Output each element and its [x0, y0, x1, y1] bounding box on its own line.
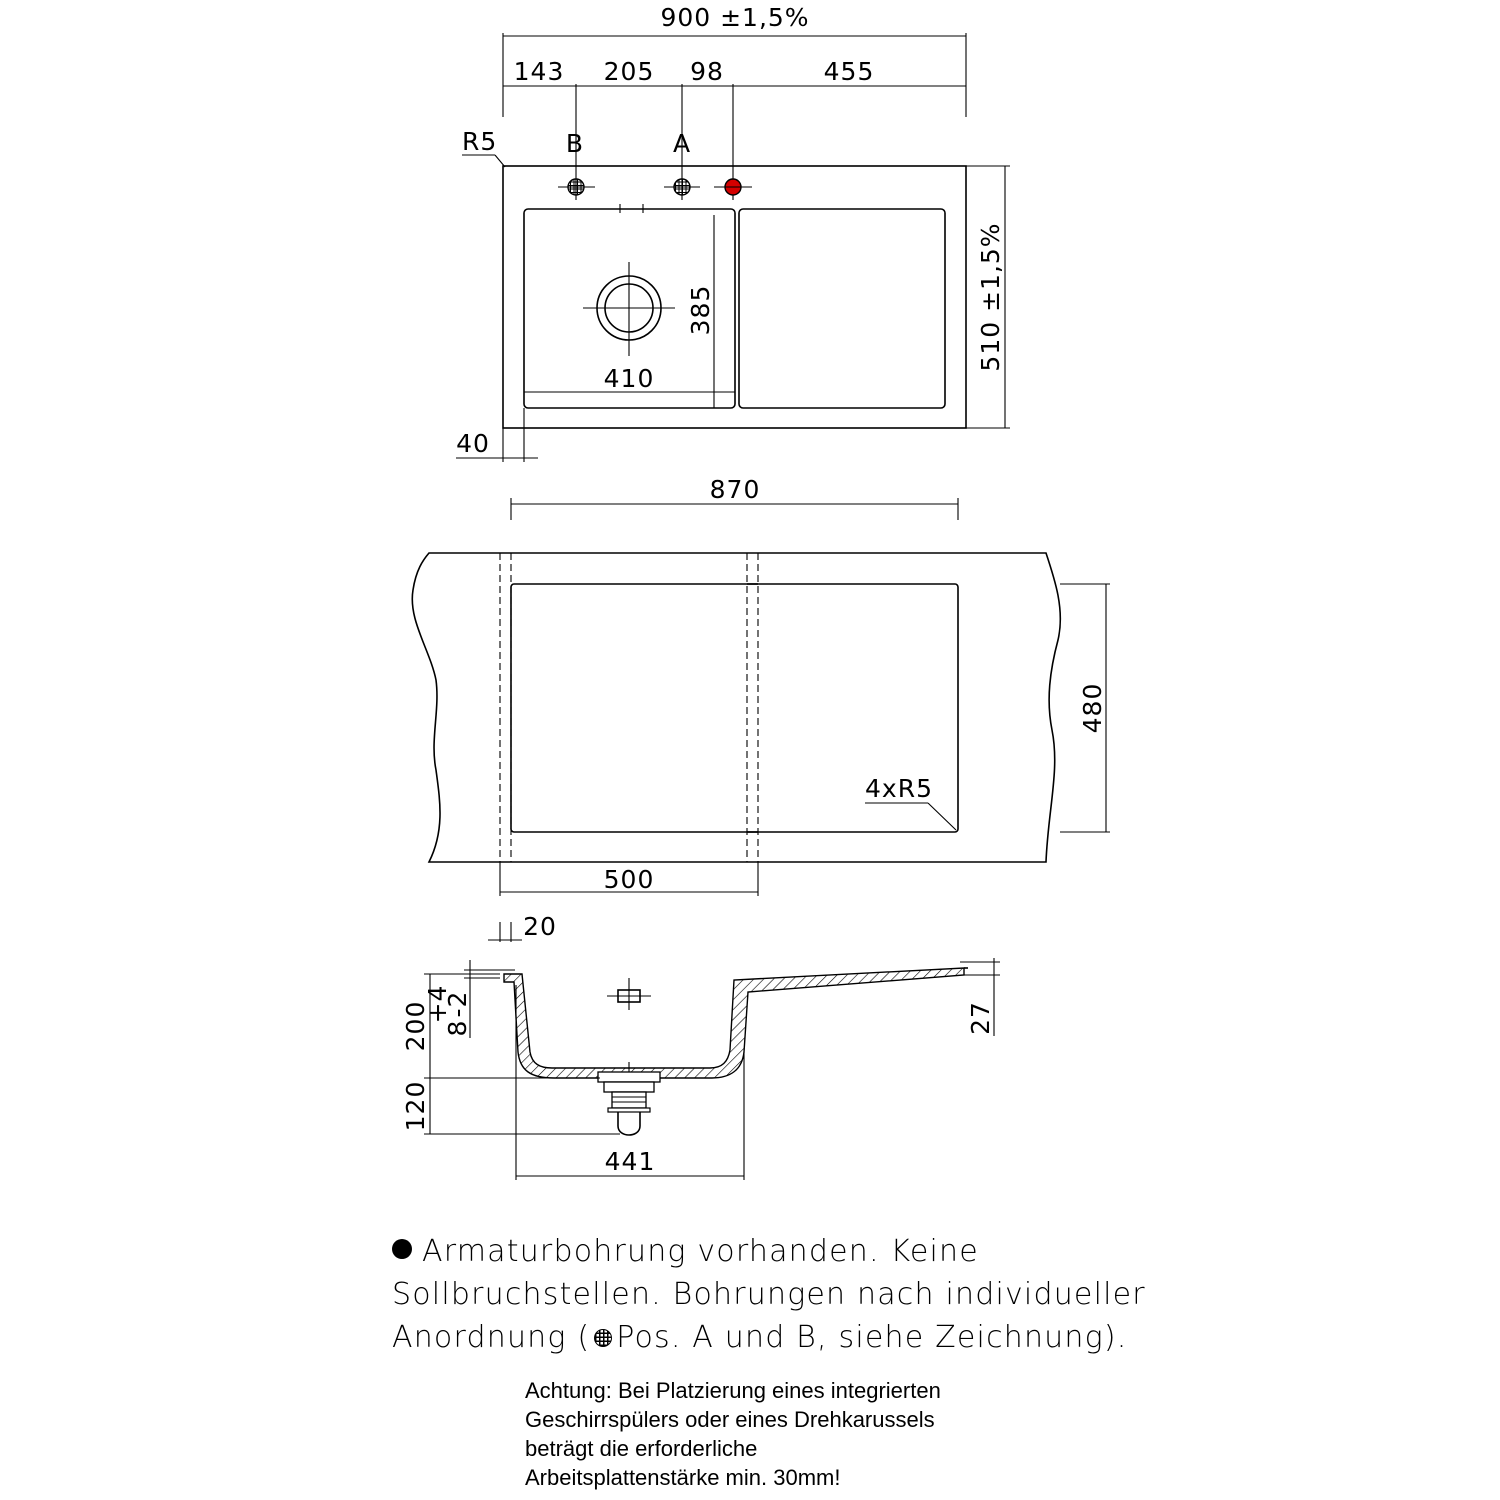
sink-cross-section	[503, 967, 965, 1079]
filled-circle-icon	[392, 1239, 412, 1259]
countertop-outline	[411, 552, 1062, 863]
dim-bowl-bottom: 441	[605, 1147, 656, 1176]
warning-note: Achtung: Bei Platzierung eines integrier…	[525, 1376, 1045, 1492]
dim-segment-2: 205	[604, 57, 655, 86]
hole-a-label: A	[673, 129, 691, 158]
dim-tolerance-nominal: 8	[443, 1020, 472, 1037]
tap-hole-b-icon	[558, 178, 595, 196]
drain-icon	[583, 262, 675, 356]
dim-rim: 20	[523, 912, 557, 941]
dim-segment-4: 455	[824, 57, 875, 86]
dim-bowl-depth: 385	[686, 285, 715, 336]
warning-line-2: Geschirrspülers oder eines Drehkarussels	[525, 1407, 935, 1432]
warning-line-4: Arbeitsplattenstärke min. 30mm!	[525, 1465, 841, 1490]
dim-drain-depth: 120	[401, 1081, 430, 1132]
note-line-3-prefix: Anordnung (	[392, 1320, 591, 1355]
dim-tolerance-plus: +4	[423, 985, 452, 1024]
hatched-hole-icon	[594, 1329, 613, 1347]
dim-cutout-depth: 480	[1078, 683, 1107, 734]
note-line-2: Sollbruchstellen. Bohrungen nach individ…	[392, 1277, 1146, 1312]
corner-radii-label: 4xR5	[865, 774, 933, 803]
hole-b-label: B	[566, 129, 584, 158]
dim-cutout-width: 870	[710, 475, 761, 504]
plan-view: 900 ±1,5% 143 205 98 455 R5 B A	[456, 3, 1010, 462]
warning-line-1: Achtung: Bei Platzierung eines integrier…	[525, 1378, 941, 1403]
dim-segment-1: 143	[514, 57, 565, 86]
cutout-view: 870 4xR5 480 500	[411, 475, 1110, 896]
section-view: 20 200 120 8 +4	[401, 912, 1000, 1180]
overflow-icon	[607, 978, 651, 1010]
dim-cutout-bowl-width: 500	[604, 865, 655, 894]
dim-tolerance-minus: -2	[443, 991, 472, 1018]
warning-line-3: beträgt die erforderliche	[525, 1436, 758, 1461]
existing-tap-hole-icon	[714, 178, 752, 196]
dim-segment-3: 98	[690, 57, 724, 86]
dim-bowl-width: 410	[604, 364, 655, 393]
note-line-3-suffix: Pos. A und B, siehe Zeichnung).	[616, 1320, 1128, 1355]
cutout-rect	[510, 583, 959, 833]
drain-fitting-icon	[597, 1062, 661, 1136]
tap-hole-a-icon	[664, 178, 700, 196]
corner-radius-label: R5	[462, 127, 497, 156]
dim-total-depth: 510 ±1,5%	[976, 222, 1005, 371]
note-line-1: Armaturbohrung vorhanden. Keine	[422, 1234, 979, 1269]
dim-drainboard-thickness: 27	[966, 1001, 995, 1035]
sink-outline	[502, 165, 967, 429]
dim-total-width: 900 ±1,5%	[660, 3, 809, 32]
drainboard-outline	[738, 208, 946, 409]
installation-note: Armaturbohrung vorhanden. Keine Sollbruc…	[392, 1230, 1152, 1359]
dim-edge: 40	[456, 429, 490, 458]
dim-bowl-height: 200	[401, 1001, 430, 1052]
